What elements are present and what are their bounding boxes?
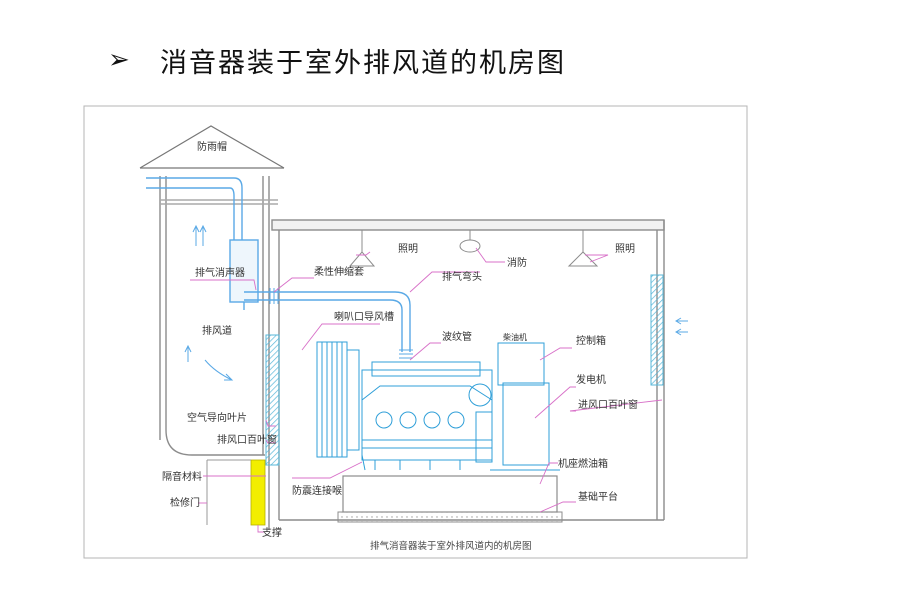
label-exhaust-duct: 排风道	[202, 324, 232, 337]
support-column	[250, 459, 266, 526]
page-title: 消音器装于室外排风道的机房图	[160, 47, 566, 79]
label-lighting-left: 照明	[398, 243, 418, 255]
generator-shape	[502, 382, 550, 466]
fire-sprinkler	[459, 230, 481, 253]
label-support: 支撑	[262, 526, 282, 539]
label-access-door: 检修门	[170, 496, 200, 509]
label-fire: 消防	[507, 256, 527, 269]
fuel-tank	[342, 475, 558, 513]
label-vibration-joint: 防震连接喉	[292, 484, 342, 497]
engine-top-box	[497, 342, 545, 386]
label-flexible-joint: 柔性伸缩套	[314, 265, 364, 278]
exhaust-louver-shape	[265, 334, 280, 466]
label-horn-duct: 喇叭口导风槽	[334, 310, 394, 323]
drawing-frame	[83, 105, 748, 559]
exhaust-pipe	[146, 177, 411, 352]
engine	[361, 361, 493, 471]
bullet-arrow-icon: ➢	[108, 45, 130, 75]
label-foundation: 基础平台	[578, 490, 618, 503]
flexible-joint	[269, 288, 279, 304]
label-engine: 柴油机	[503, 332, 527, 342]
label-intake-louver: 进风口百叶窗	[578, 398, 638, 411]
radiator	[316, 341, 360, 458]
label-control-box: 控制箱	[576, 334, 606, 347]
label-base-tank: 机座燃油箱	[558, 457, 608, 470]
label-exhaust-louver: 排风口百叶窗	[217, 433, 277, 446]
label-exhaust-muffler: 排气消声器	[195, 266, 245, 279]
label-generator: 发电机	[576, 373, 606, 386]
label-exhaust-elbow: 排气弯头	[442, 270, 482, 283]
light-fixture-right	[567, 230, 599, 267]
light-fixture-left	[348, 230, 376, 267]
diagram-caption: 排气消音器装于室外排风道内的机房图	[370, 540, 532, 552]
airflow-arrows	[184, 224, 688, 381]
label-sound-insulation: 隔音材料	[162, 470, 202, 483]
label-rain-cap: 防雨帽	[197, 140, 227, 153]
slide-title: ➢ 消音器装于室外排风道的机房图	[108, 40, 566, 80]
access-door-shape	[206, 459, 251, 525]
foundation-platform	[337, 511, 563, 523]
bellows	[399, 349, 413, 363]
intake-louver-shape	[650, 274, 664, 386]
leader-lines	[190, 247, 663, 533]
label-lighting-right: 照明	[615, 243, 635, 255]
label-bellows: 波纹管	[442, 330, 472, 343]
label-air-guide: 空气导向叶片	[187, 411, 247, 424]
rain-cap	[139, 125, 285, 169]
